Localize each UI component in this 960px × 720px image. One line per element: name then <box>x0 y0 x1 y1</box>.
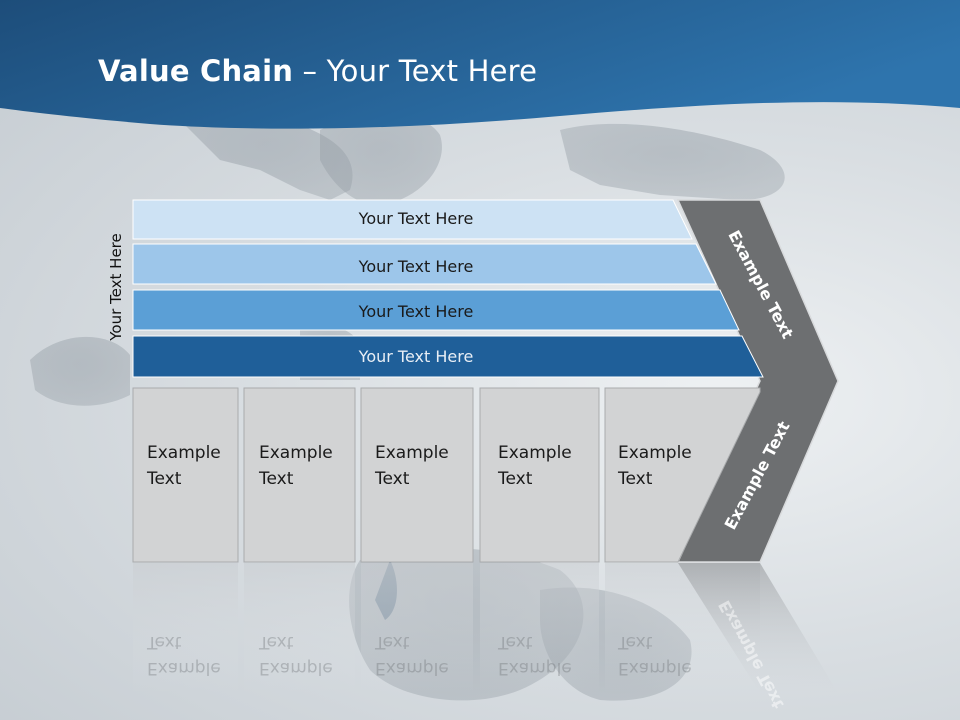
activity-box-5 <box>604 387 761 563</box>
box-reflection-line2: Text <box>258 632 294 652</box>
box-reflection-line2: Text <box>146 632 182 652</box>
box-reflection-line1: Example <box>375 658 449 678</box>
box-reflection-line1: Example <box>618 658 692 678</box>
box-reflection <box>480 563 599 693</box>
box-1-line2: Text <box>146 469 182 489</box>
activity-box-1 <box>132 387 239 563</box>
box-5-line2: Text <box>617 469 653 489</box>
box-reflection <box>133 563 238 693</box>
box-reflection-line2: Text <box>617 632 653 652</box>
title-bold-text: Value Chain <box>98 54 294 88</box>
bar-2 <box>132 243 717 285</box>
activity-boxes <box>132 387 761 563</box>
box-2-line1: Example <box>259 443 333 463</box>
box-2-line2: Text <box>258 469 294 489</box>
box-reflection <box>361 563 473 693</box>
box-reflection-line1: Example <box>147 658 221 678</box>
activity-box-3 <box>360 387 474 563</box>
bar-3-label: Your Text Here <box>358 302 474 321</box>
activity-box-4 <box>479 387 600 563</box>
bar-1 <box>132 199 693 240</box>
chevron-reflection <box>678 563 838 693</box>
reflection-group: Example Text Example Text Example Text E… <box>133 563 838 712</box>
box-reflection-line1: Example <box>259 658 333 678</box>
slide-title: Value Chain – Your Text Here <box>98 54 537 88</box>
bar-4 <box>132 335 764 378</box>
box-3-line1: Example <box>375 443 449 463</box>
box-4-line1: Example <box>498 443 572 463</box>
box-3-line2: Text <box>374 469 410 489</box>
bar-1-label: Your Text Here <box>358 209 474 228</box>
box-reflection-line2: Text <box>497 632 533 652</box>
box-reflection <box>244 563 355 693</box>
title-rest-text: – Your Text Here <box>293 54 538 88</box>
box-reflection-line1: Example <box>498 658 572 678</box>
box-1-line1: Example <box>147 443 221 463</box>
box-4-line2: Text <box>497 469 533 489</box>
activity-box-2 <box>243 387 356 563</box>
bar-3 <box>132 289 740 331</box>
bar-4-label: Your Text Here <box>358 347 474 366</box>
box-5-line1: Example <box>618 443 692 463</box>
header-band <box>0 0 960 129</box>
value-chain-chevron <box>676 199 839 563</box>
box-reflection-line2: Text <box>374 632 410 652</box>
bar-2-label: Your Text Here <box>358 257 474 276</box>
